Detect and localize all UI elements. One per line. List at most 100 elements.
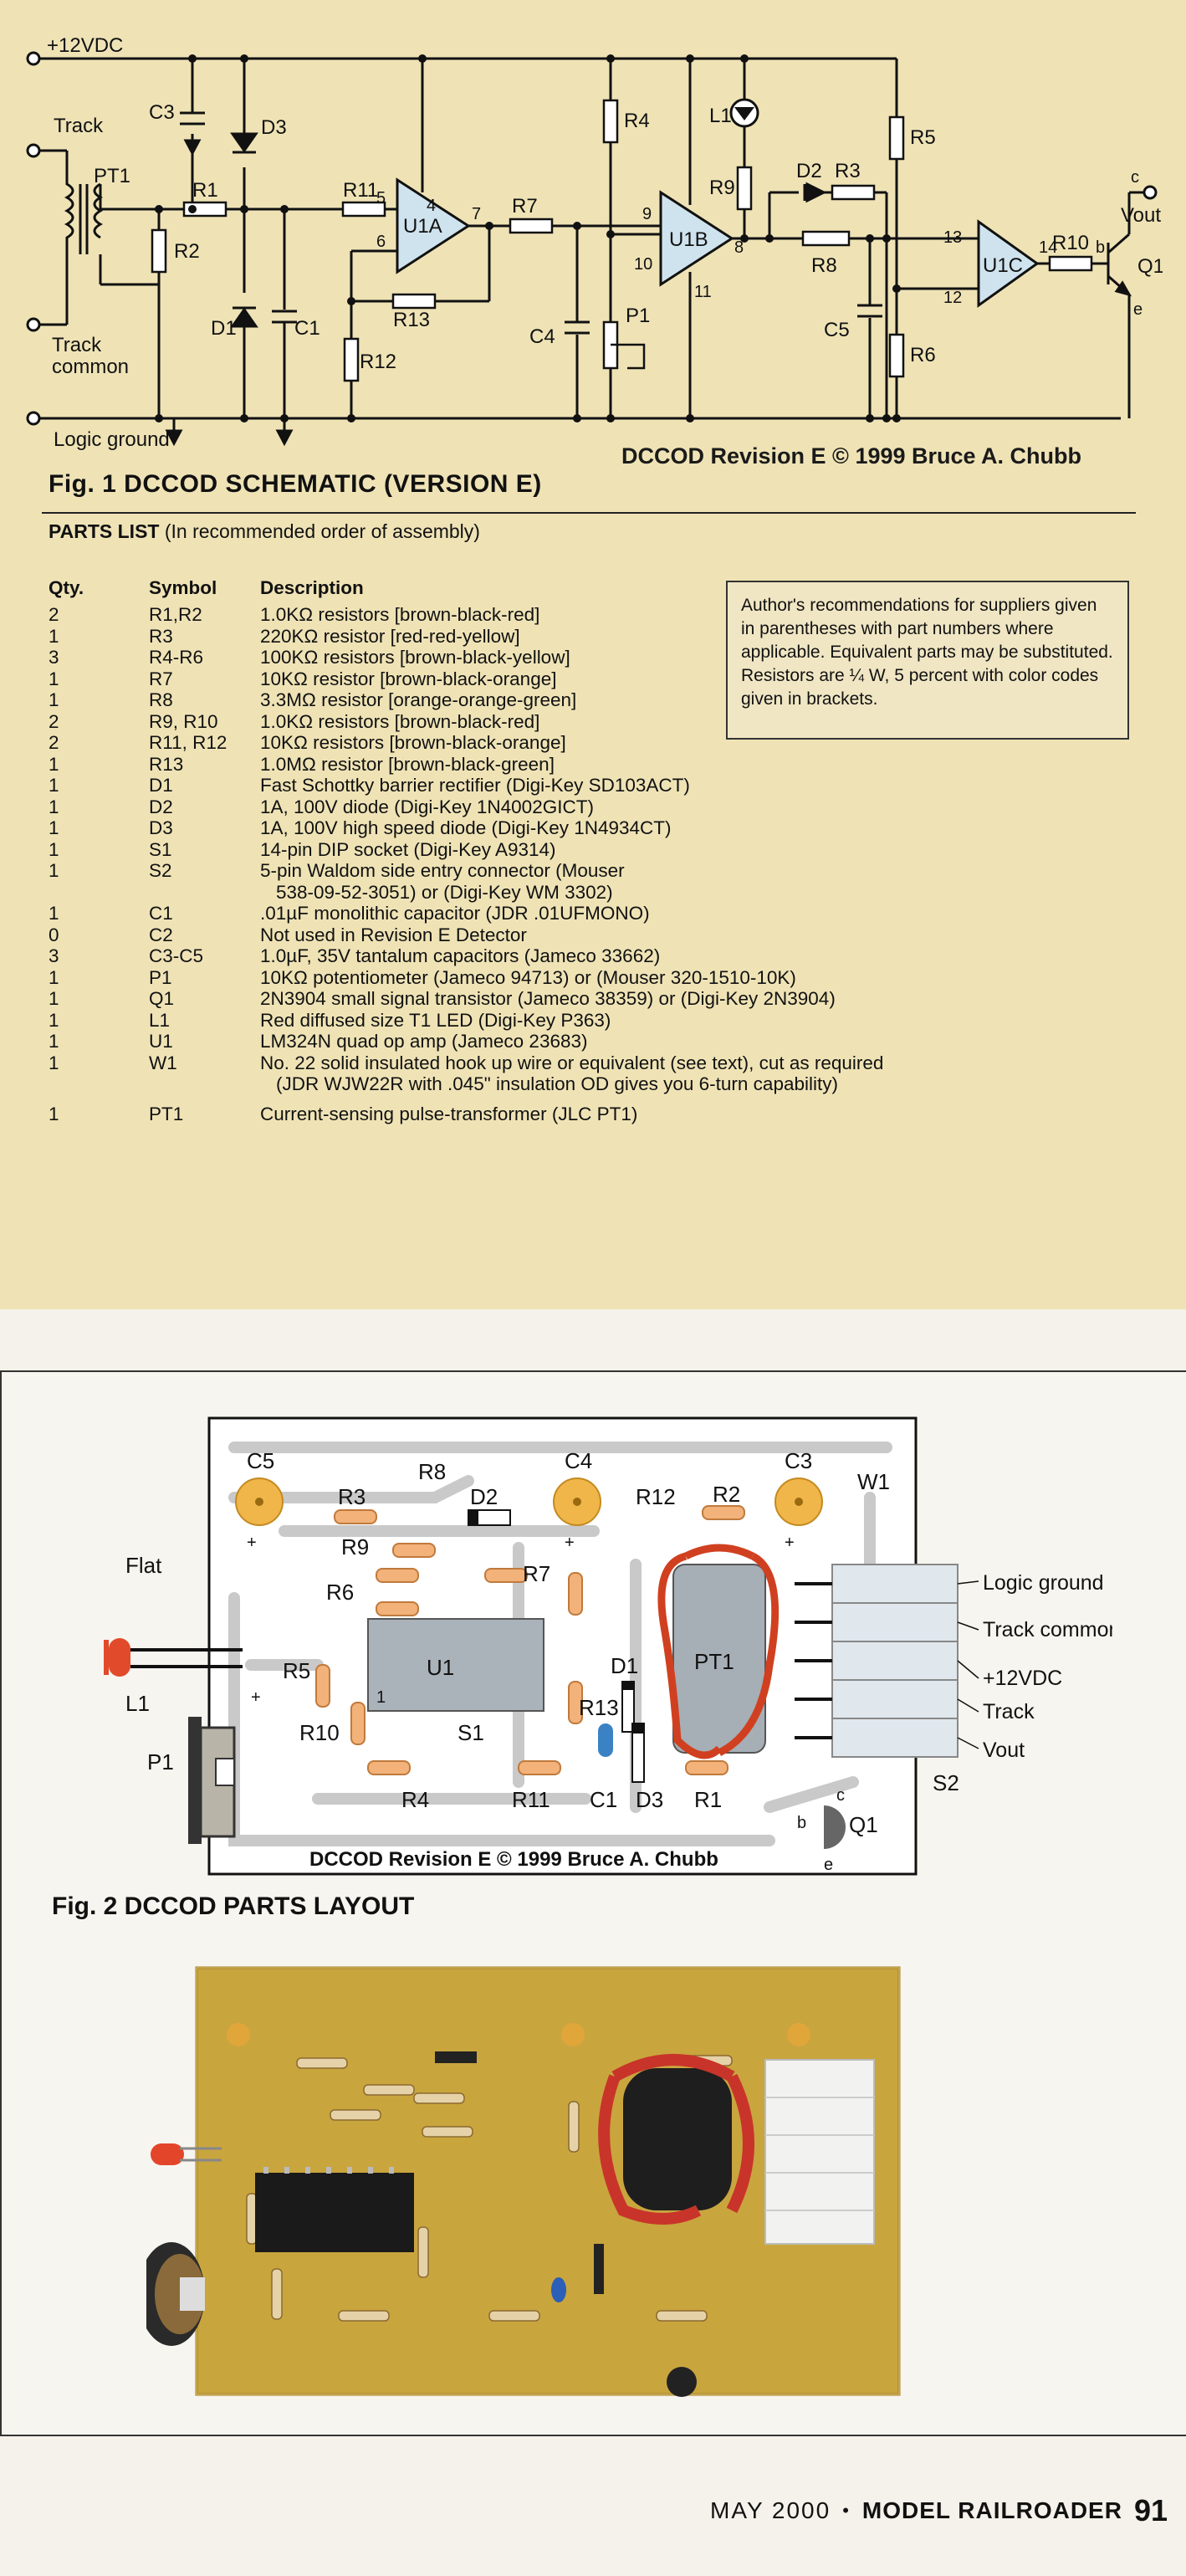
part-description: 1.0KΩ resistors [brown-black-red] <box>260 604 540 625</box>
pin-c: c <box>1131 168 1139 187</box>
parts-list-heading-rest: (In recommended order of assembly) <box>159 520 480 542</box>
parts-list-heading-bold: PARTS LIST <box>49 520 160 542</box>
part-qty: 3 <box>49 647 59 668</box>
part-description: 1A, 100V high speed diode (Digi-Key 1N49… <box>260 817 672 838</box>
label-r2: R2 <box>174 240 200 263</box>
supplier-note: Author's recommendations for suppliers g… <box>726 581 1129 740</box>
part-symbol: R9, R10 <box>149 710 218 732</box>
part-description: LM324N quad op amp (Jameco 23683) <box>260 1031 588 1052</box>
label-r6: R6 <box>910 344 936 366</box>
part-description: 1.0µF, 35V tantalum capacitors (Jameco 3… <box>260 945 661 966</box>
part-description: 14-pin DIP socket (Digi-Key A9314) <box>260 838 556 860</box>
layout-r6: R6 <box>326 1580 354 1605</box>
footer-date: MAY 2000 <box>710 2497 831 2523</box>
part-description: 3.3MΩ resistor [orange-orange-green] <box>260 689 577 710</box>
label-r12: R12 <box>360 351 396 373</box>
pin-6: 6 <box>376 233 386 251</box>
fig1-title: Fig. 1 DCCOD SCHEMATIC (VERSION E) <box>49 470 542 498</box>
part-symbol: P1 <box>149 966 172 988</box>
board-photo <box>146 1966 901 2397</box>
label-r1: R1 <box>192 179 218 202</box>
part-symbol: PT1 <box>149 1103 184 1124</box>
part-qty: 2 <box>49 604 59 625</box>
part-qty: 1 <box>49 966 59 988</box>
pin-8: 8 <box>734 238 744 257</box>
part-symbol: C2 <box>149 924 173 945</box>
layout-pin-b: b <box>797 1814 806 1832</box>
layout-l1: L1 <box>125 1691 150 1716</box>
label-c1: C1 <box>294 317 320 340</box>
part-symbol: D1 <box>149 775 173 796</box>
label-r8: R8 <box>811 254 837 277</box>
layout-w1: W1 <box>857 1469 890 1494</box>
label-r11: R11 <box>343 179 378 202</box>
part-symbol: R11, R12 <box>149 732 227 753</box>
layout-p1: P1 <box>147 1749 174 1775</box>
page-footer: MAY 2000 • MODEL RAILROADER 91 <box>710 2493 1168 2528</box>
layout-c1: C1 <box>590 1787 617 1812</box>
label-l1: L1 <box>709 105 732 127</box>
layout-d2: D2 <box>470 1484 498 1509</box>
schematic-diagram: +12VDC Track Track common Logic ground V… <box>26 34 1163 451</box>
part-symbol: U1 <box>149 1031 173 1052</box>
layout-plus-c4: + <box>565 1534 575 1552</box>
part-symbol: W1 <box>149 1052 177 1073</box>
label-track-common: Track <box>52 334 102 356</box>
part-symbol: R3 <box>149 625 173 647</box>
label-c5: C5 <box>824 319 850 341</box>
part-qty: 1 <box>49 1103 59 1124</box>
layout-r2: R2 <box>713 1482 740 1507</box>
part-symbol: R1,R2 <box>149 604 202 625</box>
part-qty: 1 <box>49 903 59 924</box>
part-description: 1A, 100V diode (Digi-Key 1N4002GICT) <box>260 796 594 817</box>
pin-11: 11 <box>694 283 712 301</box>
part-description: .01µF monolithic capacitor (JDR .01UFMON… <box>260 903 650 924</box>
label-r5: R5 <box>910 126 936 149</box>
part-qty: 3 <box>49 945 59 966</box>
parts-layout-diagram: C5 C4 C3 R3 R8 D2 R12 R2 W1 R9 R6 R7 Fla… <box>104 1416 1112 1876</box>
part-description: 100KΩ resistors [brown-black-yellow] <box>260 647 570 668</box>
layout-c4: C4 <box>565 1448 592 1473</box>
label-d1: D1 <box>211 317 237 340</box>
layout-r7: R7 <box>523 1561 550 1586</box>
label-c4: C4 <box>529 325 555 348</box>
part-symbol: R13 <box>149 753 184 775</box>
layout-s2: S2 <box>933 1770 959 1795</box>
part-qty: 2 <box>49 732 59 753</box>
label-r4: R4 <box>624 110 650 132</box>
connector-track: Track <box>983 1700 1035 1723</box>
label-p1: P1 <box>626 305 650 327</box>
pin-e: e <box>1133 300 1143 319</box>
layout-r3: R3 <box>338 1484 366 1509</box>
fig2-title: Fig. 2 DCCOD PARTS LAYOUT <box>52 1892 415 1920</box>
part-description: Fast Schottky barrier rectifier (Digi-Ke… <box>260 775 690 796</box>
label-u1c: U1C <box>983 254 1023 277</box>
part-qty: 1 <box>49 753 59 775</box>
part-symbol: R4-R6 <box>149 647 204 668</box>
layout-r4: R4 <box>401 1787 429 1812</box>
part-qty: 1 <box>49 1009 59 1031</box>
part-description-cont: 538-09-52-3051) or (Digi-Key WM 3302) <box>276 881 613 903</box>
part-description: No. 22 solid insulated hook up wire or e… <box>260 1052 884 1073</box>
part-description-cont: (JDR WJW22R with .045" insulation OD giv… <box>276 1073 838 1094</box>
part-symbol: S2 <box>149 860 172 881</box>
label-pt1: PT1 <box>94 165 130 187</box>
part-description: 1.0MΩ resistor [brown-black-green] <box>260 753 555 775</box>
part-qty: 1 <box>49 668 59 689</box>
layout-r10: R10 <box>299 1720 340 1745</box>
layout-pin-c: c <box>836 1786 845 1805</box>
page-number: 91 <box>1133 2493 1168 2527</box>
label-r10: R10 <box>1052 232 1089 254</box>
part-symbol: Q1 <box>149 988 175 1009</box>
pin-14: 14 <box>1039 238 1057 257</box>
part-description: Not used in Revision E Detector <box>260 924 527 945</box>
pin-4: 4 <box>427 197 436 215</box>
layout-pin1: 1 <box>376 1688 386 1707</box>
connector-12vdc: +12VDC <box>983 1667 1062 1690</box>
column-symbol: Symbol <box>149 577 217 598</box>
part-symbol: R7 <box>149 668 173 689</box>
label-c3: C3 <box>149 101 175 124</box>
connector-vout: Vout <box>983 1739 1025 1762</box>
label-r7: R7 <box>512 195 538 218</box>
label-track-common-2: common <box>52 356 129 378</box>
